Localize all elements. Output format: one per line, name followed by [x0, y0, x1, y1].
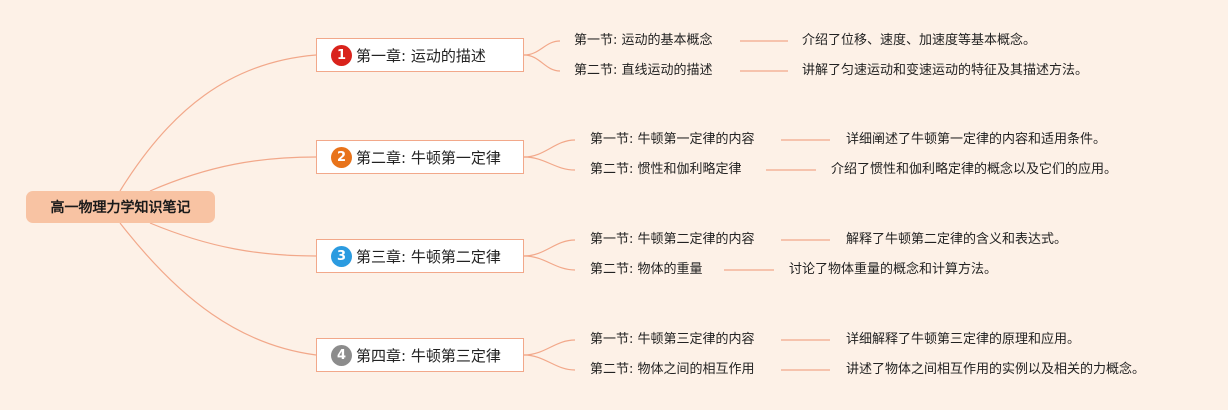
link-ch4-sec2: [523, 354, 576, 371]
link-ch1-sec2: [523, 54, 561, 72]
section-label: 第一节: 牛顿第二定律的内容: [590, 232, 755, 247]
section-label: 第二节: 直线运动的描述: [574, 63, 713, 78]
description-node-3-2[interactable]: 讨论了物体重量的概念和计算方法。: [789, 262, 997, 278]
chapter-node-4[interactable]: 4 第四章: 牛顿第三定律: [316, 338, 524, 372]
chapter-label-1: 第一章: 运动的描述: [356, 46, 486, 65]
description-node-1-1[interactable]: 介绍了位移、速度、加速度等基本概念。: [802, 33, 1036, 49]
chapter-number-badge-3: 3: [331, 245, 352, 267]
section-node-2-2[interactable]: 第二节: 惯性和伽利略定律: [590, 162, 742, 178]
section-label: 第一节: 牛顿第三定律的内容: [590, 332, 755, 347]
link-ch2-sec1: [523, 139, 576, 158]
link-root-chapter-4: [119, 222, 317, 356]
description-node-1-2[interactable]: 讲解了匀速运动和变速运动的特征及其描述方法。: [802, 63, 1088, 79]
section-node-1-1[interactable]: 第一节: 运动的基本概念: [574, 33, 713, 49]
description-text: 详细阐述了牛顿第一定律的内容和适用条件。: [846, 132, 1107, 147]
section-label: 第二节: 物体之间的相互作用: [590, 362, 755, 377]
section-label: 第一节: 运动的基本概念: [574, 33, 713, 48]
section-node-3-1[interactable]: 第一节: 牛顿第二定律的内容: [590, 232, 755, 248]
link-ch3-sec1: [523, 239, 576, 257]
link-ch1-sec1: [523, 40, 561, 56]
link-ch3-sec2: [523, 255, 576, 271]
description-text: 讲解了匀速运动和变速运动的特征及其描述方法。: [802, 63, 1089, 78]
chapter-node-3[interactable]: 3 第三章: 牛顿第二定律: [316, 239, 524, 273]
section-node-3-2[interactable]: 第二节: 物体的重量: [590, 262, 703, 278]
chapter-number-badge-2: 2: [331, 146, 352, 168]
chapter-number-badge-4: 4: [331, 344, 352, 366]
chapter-node-1[interactable]: 1 第一章: 运动的描述: [316, 38, 524, 72]
description-text: 解释了牛顿第二定律的含义和表达式。: [846, 232, 1068, 247]
section-label: 第一节: 牛顿第一定律的内容: [590, 132, 755, 147]
description-text: 详细解释了牛顿第三定律的原理和应用。: [846, 332, 1081, 347]
root-label: 高一物理力学知识笔记: [50, 200, 191, 216]
chapter-label-3: 第三章: 牛顿第二定律: [356, 247, 501, 266]
section-label: 第二节: 惯性和伽利略定律: [590, 162, 742, 177]
description-text: 讨论了物体重量的概念和计算方法。: [789, 262, 998, 277]
root-node[interactable]: 高一物理力学知识笔记: [26, 191, 215, 223]
description-node-3-1[interactable]: 解释了牛顿第二定律的含义和表达式。: [846, 232, 1067, 248]
description-node-2-1[interactable]: 详细阐述了牛顿第一定律的内容和适用条件。: [846, 132, 1106, 148]
link-root-chapter-3: [149, 222, 317, 257]
chapter-label-2: 第二章: 牛顿第一定律: [356, 148, 501, 167]
chapter-node-2[interactable]: 2 第二章: 牛顿第一定律: [316, 140, 524, 174]
description-node-4-1[interactable]: 详细解释了牛顿第三定律的原理和应用。: [846, 332, 1080, 348]
link-ch2-sec2: [523, 156, 576, 171]
section-node-4-2[interactable]: 第二节: 物体之间的相互作用: [590, 362, 755, 378]
section-label: 第二节: 物体的重量: [590, 262, 703, 277]
description-text: 介绍了位移、速度、加速度等基本概念。: [802, 33, 1037, 48]
description-node-4-2[interactable]: 讲述了物体之间相互作用的实例以及相关的力概念。: [846, 362, 1145, 378]
chapter-number-badge-1: 1: [331, 44, 352, 66]
link-root-chapter-1: [119, 54, 317, 192]
link-ch4-sec1: [523, 339, 576, 356]
description-text: 介绍了惯性和伽利略定律的概念以及它们的应用。: [831, 162, 1118, 177]
description-text: 讲述了物体之间相互作用的实例以及相关的力概念。: [846, 362, 1146, 377]
description-node-2-2[interactable]: 介绍了惯性和伽利略定律的概念以及它们的应用。: [831, 162, 1117, 178]
chapter-label-4: 第四章: 牛顿第三定律: [356, 346, 501, 365]
section-node-1-2[interactable]: 第二节: 直线运动的描述: [574, 63, 713, 79]
link-root-chapter-2: [149, 156, 317, 192]
section-node-2-1[interactable]: 第一节: 牛顿第一定律的内容: [590, 132, 755, 148]
section-node-4-1[interactable]: 第一节: 牛顿第三定律的内容: [590, 332, 755, 348]
